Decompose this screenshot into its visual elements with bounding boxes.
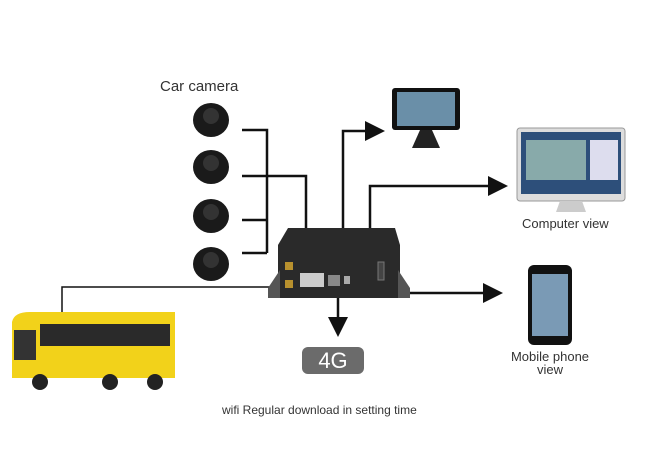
phone-icon (528, 265, 572, 345)
connection-lines (61, 121, 508, 337)
mobile-view-label: Mobile phone view (500, 350, 600, 376)
mobile-view-line2: view (536, 362, 563, 377)
camera-icon (193, 247, 229, 281)
computer-icon (516, 127, 626, 212)
monitor-icon (392, 88, 460, 148)
camera-icon (193, 150, 229, 184)
caption: wifi Regular download in setting time (222, 403, 417, 417)
car-camera-label: Car camera (160, 78, 239, 95)
mobile-dvr-icon (268, 228, 410, 298)
camera-icon (193, 103, 229, 137)
mobile-view-line1: Mobile phone (510, 349, 590, 364)
4g-badge: 4G (302, 347, 364, 374)
computer-view-label: Computer view (522, 216, 609, 231)
car-cameras (193, 103, 229, 281)
camera-icon (193, 199, 229, 233)
bus-icon (12, 312, 175, 390)
